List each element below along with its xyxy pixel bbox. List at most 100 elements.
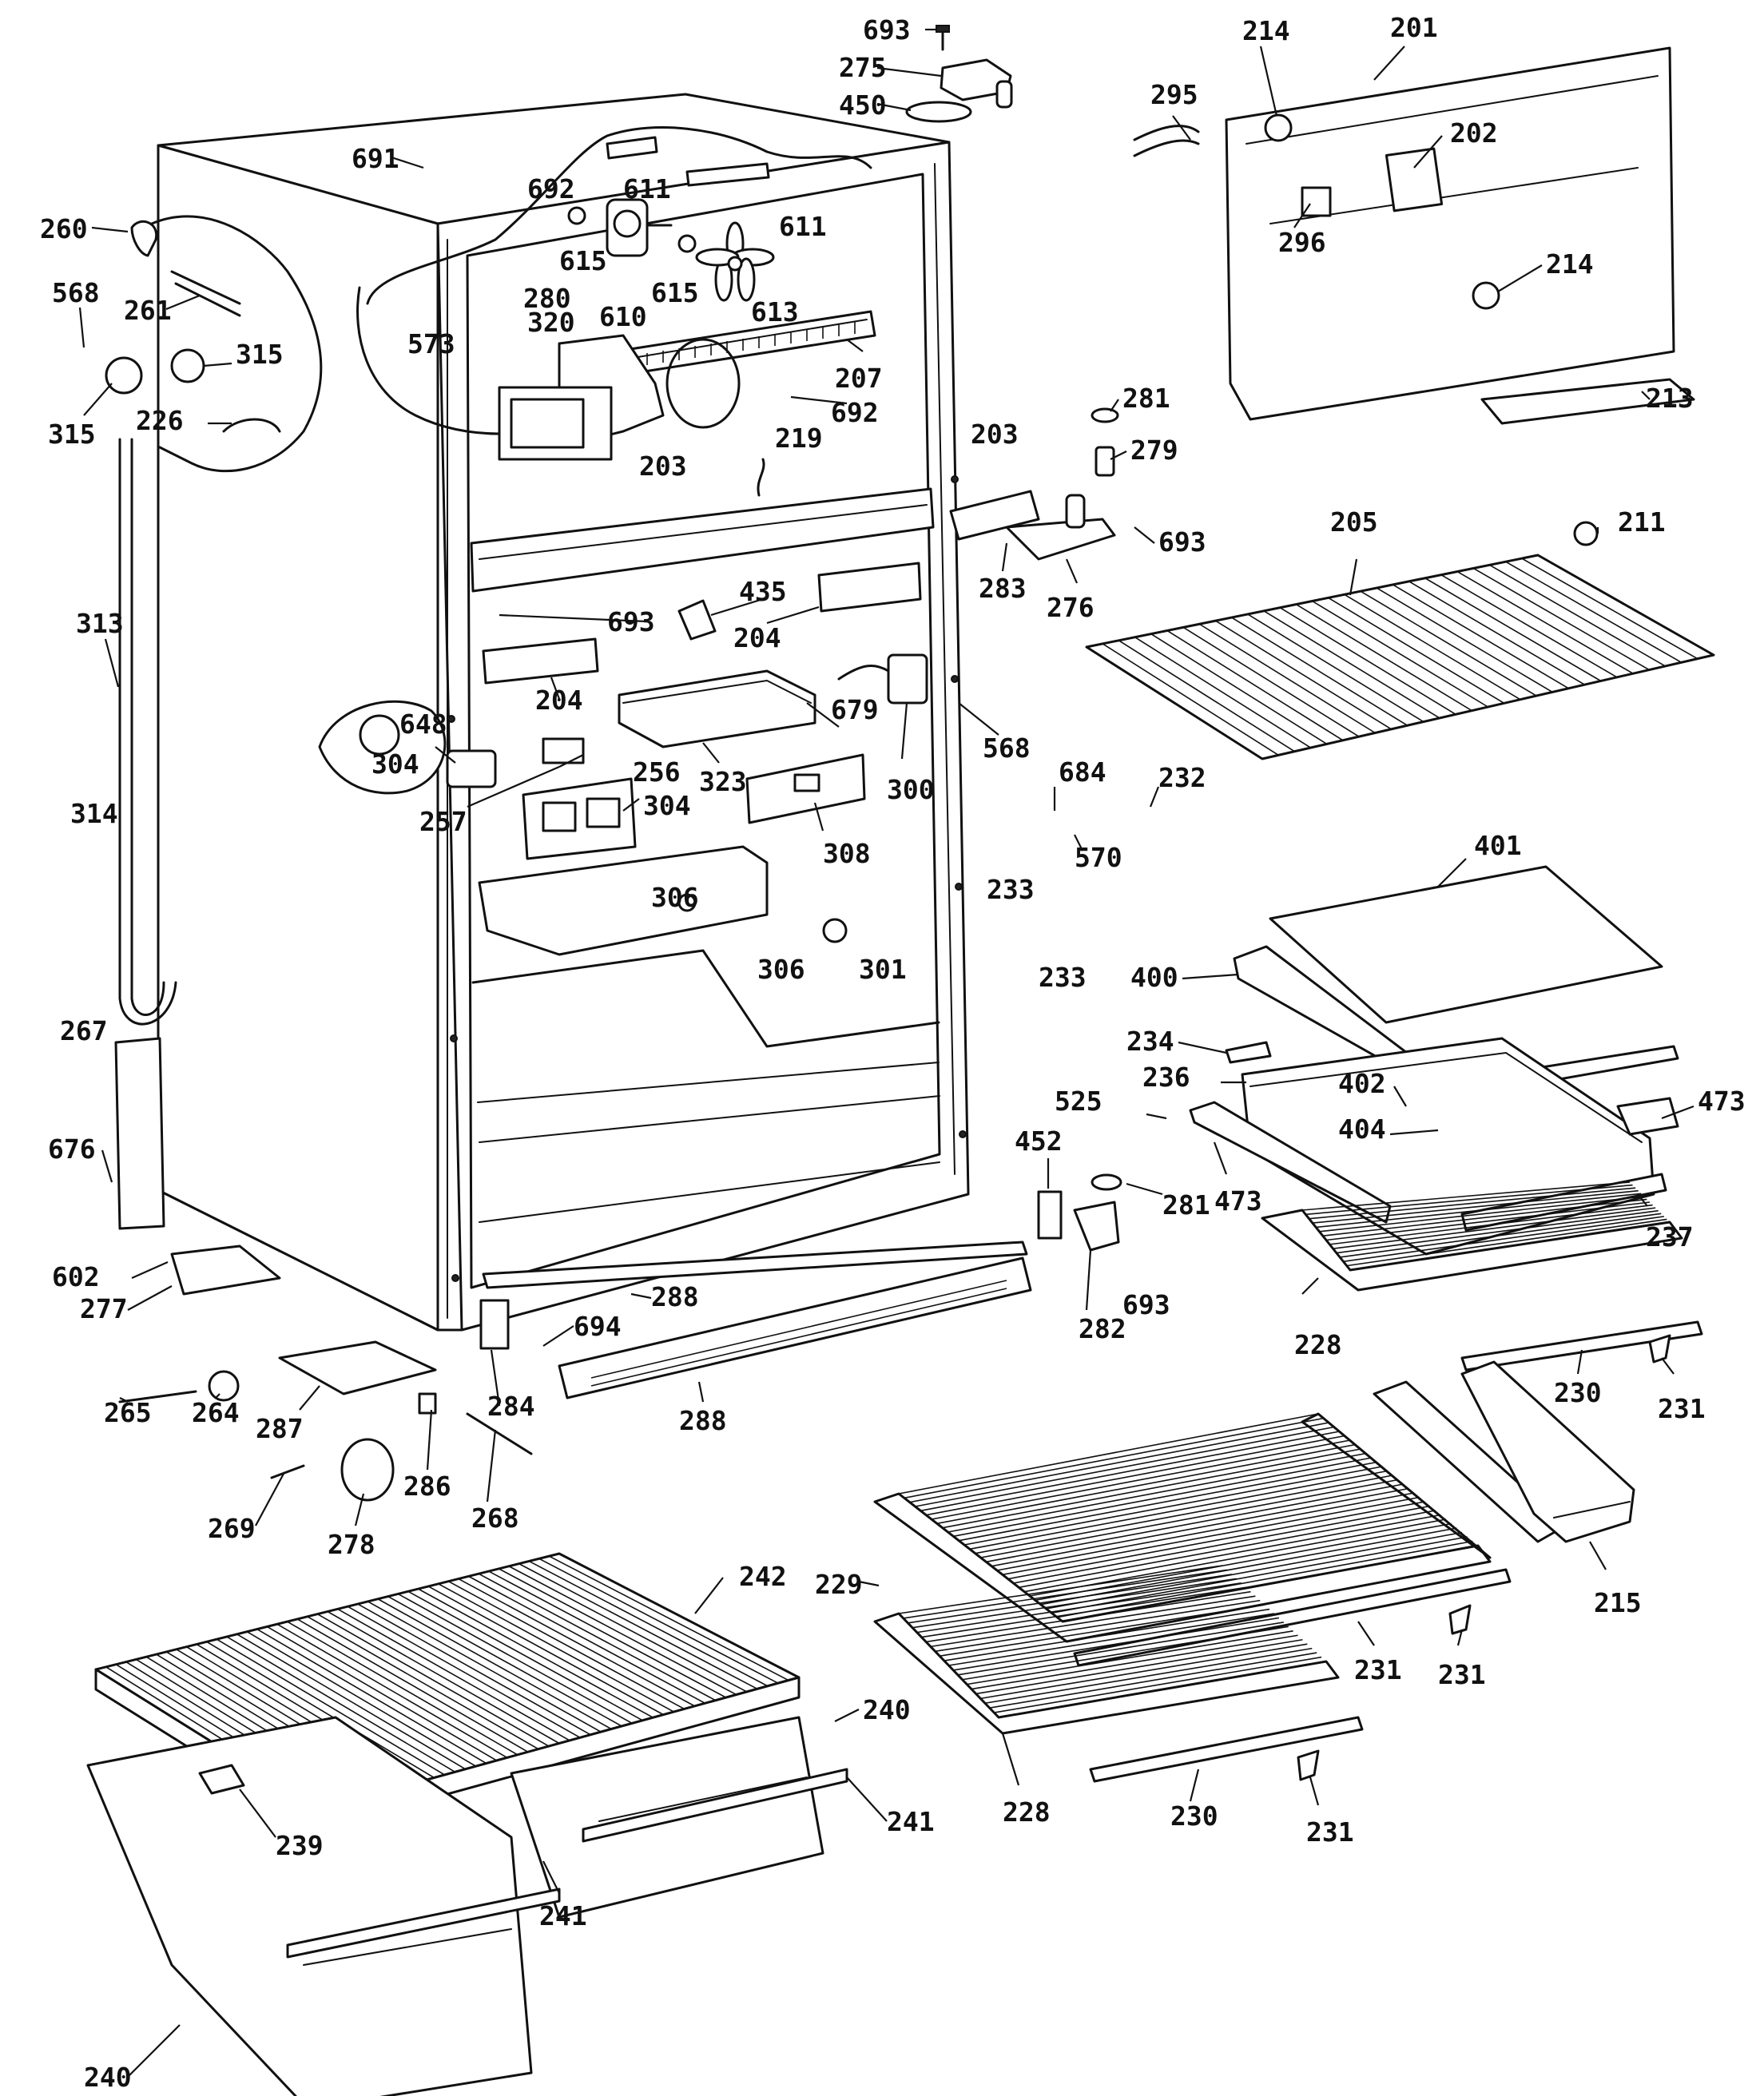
callout-306b: 306 bbox=[757, 954, 805, 985]
wire-rod bbox=[916, 1582, 1242, 1634]
callout-242: 242 bbox=[739, 1561, 787, 1592]
wire-rod bbox=[1263, 610, 1440, 719]
wire-rod bbox=[994, 1656, 1322, 1713]
callout-648: 648 bbox=[399, 709, 447, 740]
callout-296: 296 bbox=[1278, 227, 1326, 258]
callout-236: 236 bbox=[1142, 1062, 1190, 1093]
wire-rod bbox=[307, 1616, 539, 1750]
callout-300: 300 bbox=[887, 774, 935, 805]
wire-rod bbox=[1019, 1510, 1436, 1589]
callout-692b: 692 bbox=[831, 397, 879, 428]
callout-525: 525 bbox=[1055, 1086, 1102, 1117]
wire-rod bbox=[926, 1435, 1345, 1516]
callout-213: 213 bbox=[1646, 383, 1694, 414]
wire-rod bbox=[986, 1483, 1404, 1563]
callout-306: 306 bbox=[651, 882, 699, 913]
wire-rod bbox=[1046, 1531, 1463, 1610]
wire-rod bbox=[327, 1610, 560, 1745]
callout-204: 204 bbox=[733, 622, 781, 653]
callout-611b: 611 bbox=[779, 211, 827, 242]
wire-rod bbox=[920, 1431, 1340, 1512]
callout-256: 256 bbox=[633, 756, 681, 788]
wire-rod bbox=[1456, 570, 1634, 674]
wire-rod bbox=[969, 1470, 1388, 1550]
wire-rod bbox=[216, 1638, 445, 1776]
callout-287: 287 bbox=[256, 1413, 304, 1444]
control-components bbox=[318, 562, 928, 956]
wire-rod bbox=[1329, 1204, 1653, 1245]
callout-693: 693 bbox=[863, 14, 911, 46]
wire-rod bbox=[518, 1562, 758, 1690]
wire-rod bbox=[488, 1570, 727, 1698]
wire-rod bbox=[458, 1578, 695, 1707]
callout-435: 435 bbox=[739, 576, 787, 607]
door-bin bbox=[1373, 1360, 1635, 1543]
wire-rod bbox=[368, 1601, 602, 1733]
callout-602: 602 bbox=[52, 1261, 100, 1292]
wire-rod bbox=[1316, 1193, 1642, 1229]
callout-314: 314 bbox=[70, 798, 118, 829]
wire-rod bbox=[549, 1555, 789, 1681]
wire-rod bbox=[904, 1417, 1324, 1499]
wire-rod bbox=[996, 1492, 1415, 1571]
wire-rod bbox=[1102, 643, 1279, 756]
wire-rod bbox=[357, 1603, 591, 1736]
callout-610: 610 bbox=[599, 301, 647, 332]
callout-304b: 304 bbox=[643, 790, 691, 821]
wire-rod bbox=[538, 1558, 779, 1684]
evaporator-fan-assembly bbox=[498, 136, 876, 497]
callout-233b: 233 bbox=[1039, 962, 1087, 993]
wire-rod bbox=[975, 1475, 1393, 1554]
callout-241b: 241 bbox=[539, 1900, 587, 1931]
wire-rod bbox=[898, 1413, 1319, 1495]
lower-wire-shelves bbox=[873, 1412, 1512, 1783]
wire-rod bbox=[991, 1487, 1409, 1567]
callout-229: 229 bbox=[815, 1569, 863, 1600]
wire-rod bbox=[944, 1608, 1270, 1661]
wire-rod bbox=[478, 1573, 717, 1701]
wire-rod bbox=[1349, 1221, 1671, 1271]
wire-rod bbox=[1424, 578, 1602, 682]
wire-rod bbox=[1392, 584, 1569, 689]
wire-rod bbox=[959, 1461, 1377, 1542]
callout-204b: 204 bbox=[535, 685, 583, 716]
wire-rod bbox=[558, 1553, 800, 1678]
wire-rod bbox=[1051, 1536, 1468, 1614]
wire-rod bbox=[948, 1613, 1275, 1666]
wire-rod bbox=[1062, 1545, 1479, 1622]
wire-rod bbox=[989, 1652, 1317, 1709]
callout-279: 279 bbox=[1130, 435, 1178, 466]
wire-rod bbox=[953, 1617, 1280, 1671]
callout-278: 278 bbox=[328, 1529, 375, 1560]
wire-rod bbox=[967, 1630, 1293, 1685]
wire-rod bbox=[971, 1634, 1298, 1690]
wire-rod bbox=[1057, 1540, 1473, 1618]
wire-rod bbox=[1029, 1518, 1447, 1597]
wire-rod bbox=[1440, 574, 1618, 678]
wire-rod bbox=[418, 1588, 654, 1718]
callout-679: 679 bbox=[831, 694, 879, 725]
callout-277: 277 bbox=[80, 1293, 128, 1324]
callout-240: 240 bbox=[863, 1694, 911, 1725]
wire-rod bbox=[1007, 1501, 1425, 1580]
callout-473b: 473 bbox=[1214, 1185, 1262, 1217]
wire-rod bbox=[377, 1598, 612, 1730]
wire-rod bbox=[226, 1636, 455, 1773]
callout-320: 320 bbox=[527, 307, 575, 338]
wire-rod bbox=[316, 1613, 550, 1747]
wire-rod bbox=[1035, 1522, 1452, 1602]
callout-570: 570 bbox=[1075, 842, 1122, 873]
callout-203: 203 bbox=[639, 451, 687, 482]
callout-568: 568 bbox=[52, 277, 100, 308]
callout-401: 401 bbox=[1474, 830, 1522, 861]
wire-rod bbox=[915, 1426, 1335, 1507]
callout-288: 288 bbox=[651, 1281, 699, 1312]
wire-rod bbox=[407, 1590, 643, 1721]
wire-rod bbox=[980, 1643, 1308, 1700]
callout-304: 304 bbox=[371, 748, 419, 780]
wire-rod bbox=[1505, 561, 1683, 663]
callout-452: 452 bbox=[1015, 1125, 1063, 1157]
wire-rod bbox=[337, 1608, 570, 1741]
wire-rod bbox=[936, 1443, 1356, 1525]
